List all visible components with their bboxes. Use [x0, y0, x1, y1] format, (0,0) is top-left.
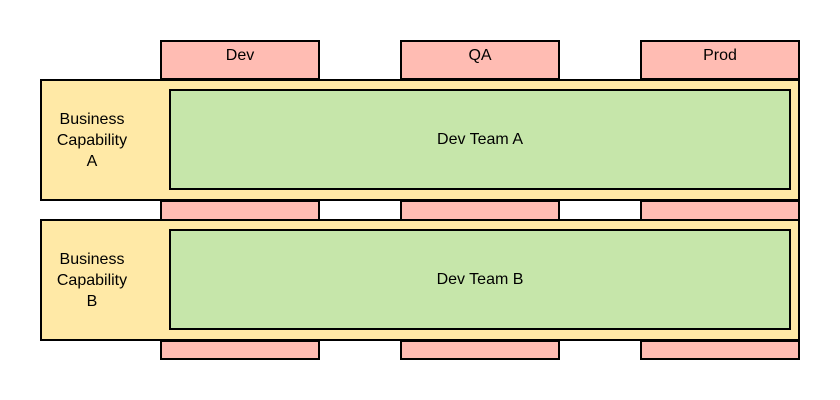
env-strip-qa-a — [400, 200, 560, 221]
capability-label-a: Business Capability A — [42, 81, 142, 199]
env-label-qa: QA — [468, 47, 492, 64]
env-strip-dev-a — [160, 200, 320, 221]
env-strip-prod-a — [640, 200, 800, 221]
env-label-prod: Prod — [703, 47, 737, 64]
capability-a-line-2: Capability — [56, 131, 128, 149]
env-strip-prod-b — [640, 340, 800, 360]
team-label-b: Dev Team B — [436, 270, 524, 288]
team-label-a: Dev Team A — [437, 130, 523, 148]
env-header-prod: Prod — [640, 40, 800, 80]
env-strip-dev-b — [160, 340, 320, 360]
capability-b-line-1: Business — [59, 250, 125, 268]
env-strip-qa-b — [400, 340, 560, 360]
capability-label-b: Business Capability B — [42, 221, 142, 339]
capability-b-line-2: Capability — [56, 271, 128, 289]
team-box-a: Dev Team A — [169, 89, 791, 190]
env-header-qa: QA — [400, 40, 560, 80]
capability-b-line-3: B — [86, 292, 98, 310]
env-header-dev: Dev — [160, 40, 320, 80]
capability-a-line-1: Business — [59, 110, 125, 128]
capability-a-line-3: A — [86, 152, 98, 170]
env-label-dev: Dev — [225, 47, 255, 64]
team-box-b: Dev Team B — [169, 229, 791, 330]
